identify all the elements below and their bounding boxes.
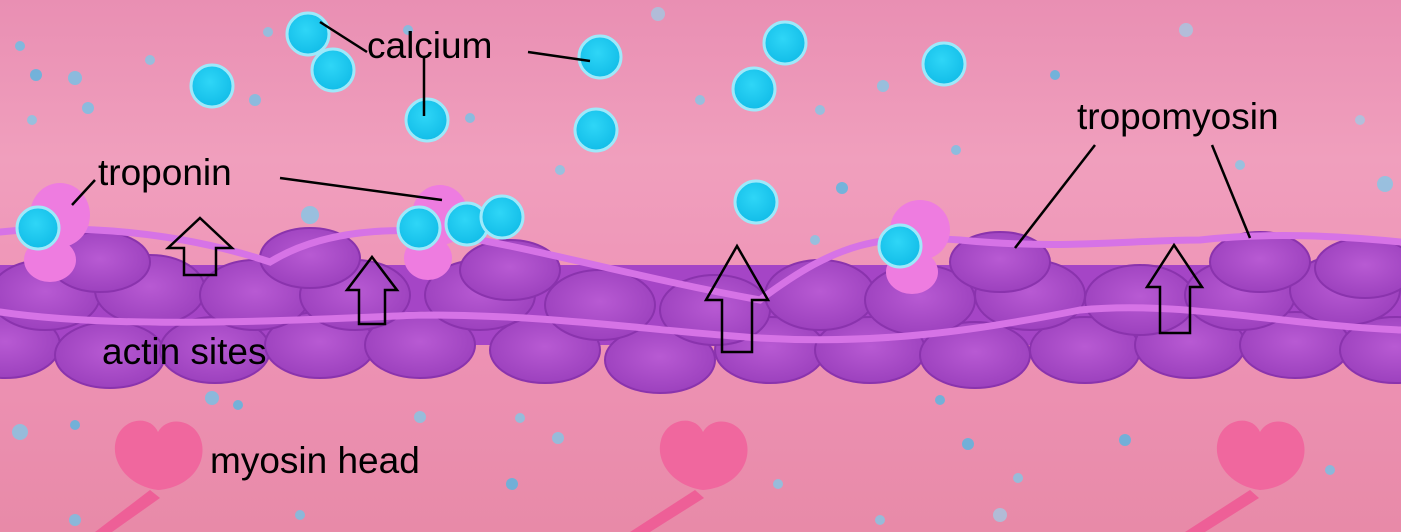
up-arrow-icon	[703, 243, 771, 354]
leader-lines	[71, 20, 1252, 249]
up-arrow-icon	[1144, 242, 1205, 335]
tropomyosin-label: tropomyosin	[1077, 96, 1279, 137]
up-arrow-icon	[164, 216, 236, 277]
tropomyosin-strand	[0, 225, 1401, 344]
binding-site-arrows	[164, 216, 1205, 354]
calcium-ions	[15, 11, 967, 269]
troponin-label: troponin	[98, 152, 232, 193]
calcium-label: calcium	[367, 25, 493, 66]
up-arrow-icon	[344, 254, 400, 326]
actin-sites-label: actin sites	[102, 331, 267, 372]
myosin-head	[95, 420, 1305, 532]
myosin-head-label: myosin head	[210, 440, 420, 481]
background-particles	[12, 7, 1393, 526]
